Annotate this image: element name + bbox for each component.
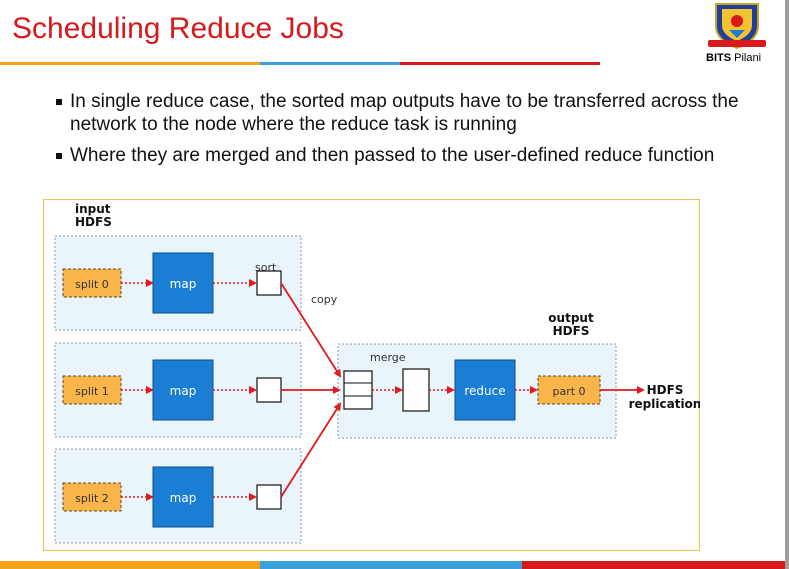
output-label-line1: output — [548, 311, 594, 325]
bullet-list: In single reduce case, the sorted map ou… — [56, 90, 756, 175]
bullet-square-icon — [56, 99, 62, 105]
bullet-text: Where they are merged and then passed to… — [70, 145, 715, 166]
reduce-label: reduce — [464, 384, 505, 398]
map-box-1 — [152, 359, 214, 421]
logo-caption-bold: BITS — [706, 52, 732, 64]
merged-output-box — [402, 368, 430, 412]
split-label-1: split 1 — [75, 385, 109, 398]
map-output-box-2 — [256, 484, 282, 510]
copy-label: copy — [311, 293, 338, 306]
map-label-0: map — [170, 277, 197, 291]
part-label: part 0 — [552, 385, 585, 398]
merge-stack-box — [343, 370, 373, 410]
split-label-0: split 0 — [75, 278, 109, 291]
map-label-2: map — [170, 491, 197, 505]
input-label-line2: HDFS — [75, 215, 112, 229]
bullet-text: In single reduce case, the sorted map ou… — [70, 91, 739, 135]
slide-edge — [785, 0, 789, 569]
part-box — [537, 375, 601, 405]
map-label-1: map — [170, 384, 197, 398]
map-output-box-1 — [256, 377, 282, 403]
map-box-0 — [152, 252, 214, 314]
copy-arrow-0 — [280, 282, 342, 378]
reduce-box — [454, 359, 516, 421]
split-box-0 — [62, 268, 122, 298]
hdfs-replication-line1: HDFS — [647, 383, 684, 397]
bits-pilani-emblem-icon — [708, 3, 766, 50]
bottom-color-bar — [0, 561, 789, 569]
mapreduce-diagram: input HDFS split 0 map sort split 1 map … — [43, 199, 700, 551]
logo-caption: BITS Pilani — [706, 52, 761, 64]
split-label-2: split 2 — [75, 492, 109, 505]
bullet-square-icon — [56, 153, 62, 159]
copy-arrow-2 — [280, 402, 342, 498]
slide-title: Scheduling Reduce Jobs — [12, 12, 344, 45]
merge-label: merge — [370, 351, 406, 364]
logo-caption-rest: Pilani — [731, 52, 762, 64]
title-underline — [0, 62, 600, 65]
map-output-box-0 — [256, 270, 282, 296]
input-label-line1: input — [75, 202, 111, 216]
bullet-item: Where they are merged and then passed to… — [56, 144, 756, 167]
output-label-line2: HDFS — [553, 324, 590, 338]
hdfs-replication-line2: replication — [629, 397, 700, 411]
bullet-item: In single reduce case, the sorted map ou… — [56, 90, 756, 136]
